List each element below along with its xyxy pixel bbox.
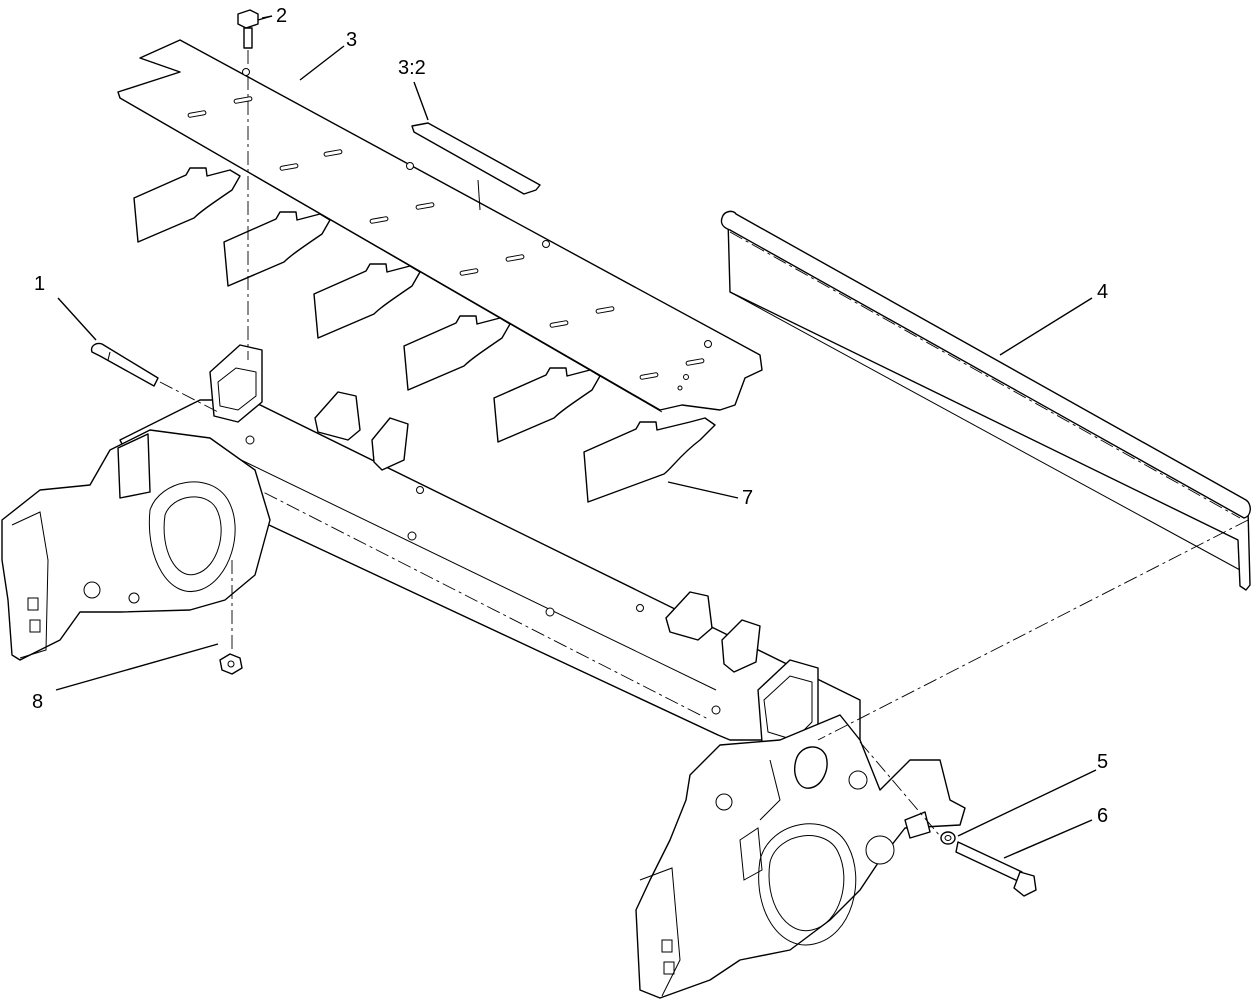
callout-5-label: 5 bbox=[1097, 751, 1108, 773]
callout-5: 5 bbox=[957, 751, 1108, 837]
callout-3: 3 bbox=[299, 29, 357, 81]
callout-8-label: 8 bbox=[32, 691, 43, 713]
callout-6-label: 6 bbox=[1097, 805, 1108, 827]
callout-3-2-label: 3:2 bbox=[398, 57, 426, 79]
washer-5 bbox=[940, 831, 956, 845]
main-frame bbox=[1, 344, 966, 999]
callout-3-label: 3 bbox=[346, 29, 357, 51]
bolt-1 bbox=[90, 342, 219, 413]
decal bbox=[411, 122, 541, 211]
callout-1-label: 1 bbox=[34, 273, 45, 295]
rod-flap bbox=[720, 210, 1251, 591]
callout-1: 1 bbox=[34, 273, 97, 341]
callout-7-label: 7 bbox=[742, 487, 753, 509]
bolt-2 bbox=[237, 9, 259, 360]
baffles bbox=[133, 167, 716, 503]
top-plate bbox=[117, 39, 763, 413]
bolt-6 bbox=[955, 841, 1037, 897]
callout-6: 6 bbox=[1003, 805, 1108, 859]
callout-2-label: 2 bbox=[276, 5, 287, 27]
nut-8 bbox=[219, 560, 243, 675]
plate-slots bbox=[187, 96, 705, 380]
callout-3-2: 3:2 bbox=[398, 57, 429, 121]
callout-2: 2 bbox=[257, 5, 287, 27]
callout-8: 8 bbox=[32, 643, 219, 713]
callout-7: 7 bbox=[667, 481, 753, 509]
callout-4: 4 bbox=[999, 281, 1108, 356]
callout-4-label: 4 bbox=[1097, 281, 1108, 303]
